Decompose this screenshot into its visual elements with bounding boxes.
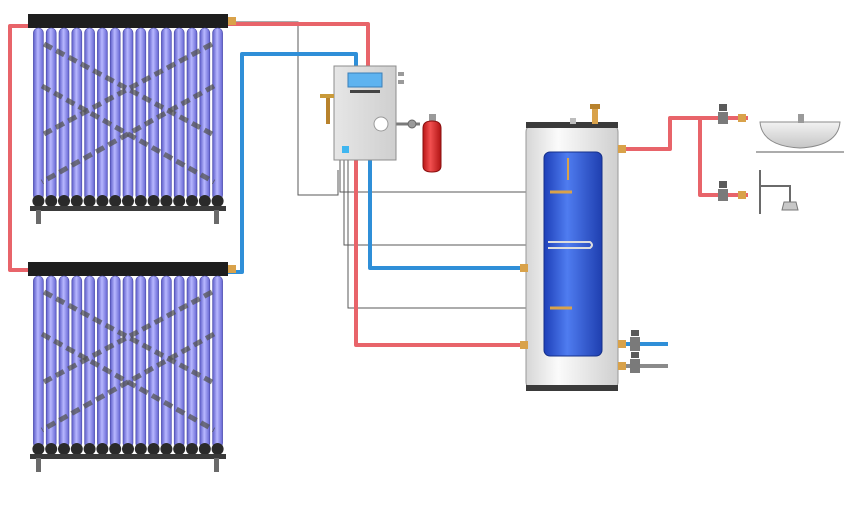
tube-end-cap bbox=[173, 443, 186, 455]
cold-pipe-collector-return bbox=[225, 52, 358, 274]
tank-inner-vessel bbox=[543, 151, 603, 357]
collector-foot bbox=[214, 210, 219, 224]
tube-end-cap bbox=[96, 443, 109, 455]
tube-end-cap bbox=[83, 443, 96, 455]
evacuated-tube bbox=[71, 275, 83, 449]
evacuated-tube bbox=[173, 27, 185, 201]
collector-foot bbox=[36, 458, 41, 472]
tube-end-cap bbox=[32, 443, 45, 455]
cold-pipe-station-to-tank bbox=[368, 160, 522, 270]
evacuated-tube bbox=[212, 275, 223, 449]
evacuated-tube bbox=[148, 27, 159, 201]
evacuated-tube bbox=[109, 27, 121, 201]
evacuated-tube bbox=[212, 27, 223, 201]
shower-head bbox=[781, 201, 799, 211]
pump-icon bbox=[373, 116, 389, 132]
tube-end-cap bbox=[134, 443, 147, 455]
tube-end-cap bbox=[83, 195, 96, 207]
tube-end-cap bbox=[134, 195, 147, 207]
collector-manifold bbox=[28, 14, 228, 28]
hot-pipe-collector-link bbox=[8, 24, 34, 272]
tube-end-cap bbox=[70, 195, 83, 207]
sensor-wires bbox=[228, 21, 538, 309]
tube-end-cap bbox=[147, 443, 160, 455]
tube-end-cap bbox=[198, 195, 211, 207]
tube-end-cap bbox=[160, 443, 173, 455]
tank-port-4 bbox=[618, 340, 626, 348]
tube-end-cap bbox=[211, 443, 224, 455]
cold-pipes bbox=[225, 52, 668, 346]
evacuated-tube bbox=[135, 275, 147, 449]
evacuated-tube bbox=[135, 27, 147, 201]
tube-end-cap bbox=[58, 195, 70, 207]
expansion-vessel bbox=[407, 114, 442, 173]
evacuated-tube bbox=[33, 27, 44, 201]
evacuated-tube bbox=[122, 275, 134, 449]
tube-end-cap bbox=[198, 443, 211, 455]
hot-water-storage-tank bbox=[520, 104, 626, 391]
hot-pipe-shower-branch bbox=[698, 118, 748, 197]
collector-foot bbox=[36, 210, 41, 224]
sensor-wire-tank-bottom bbox=[347, 160, 528, 309]
evacuated-tube bbox=[97, 275, 108, 449]
sensor-wire-tank-mid bbox=[343, 160, 538, 246]
tube-end-cap bbox=[32, 195, 45, 207]
tap-valves bbox=[718, 104, 746, 201]
status-light bbox=[342, 146, 349, 153]
tank-top-fitting bbox=[592, 106, 598, 124]
hot-pipe-tank-to-taps bbox=[618, 116, 748, 151]
evacuated-tube bbox=[173, 275, 185, 449]
evacuated-tube bbox=[97, 27, 108, 201]
solar-collector-upper bbox=[28, 14, 236, 224]
tube-end-cap bbox=[173, 195, 186, 207]
controller-buttons bbox=[350, 90, 380, 93]
tube-end-cap bbox=[186, 195, 198, 207]
tube-end-cap bbox=[96, 195, 109, 207]
hot-pipe-station-to-tank bbox=[354, 160, 522, 347]
wash-basin bbox=[756, 114, 844, 153]
tube-end-cap bbox=[45, 195, 58, 207]
tube-end-cap bbox=[122, 443, 134, 455]
electric-heater-element bbox=[548, 241, 593, 249]
tube-end-cap bbox=[147, 195, 160, 207]
evacuated-tube bbox=[33, 275, 44, 449]
tube-end-cap bbox=[211, 195, 224, 207]
sensor-wire-collector bbox=[228, 21, 339, 196]
evacuated-tube bbox=[109, 275, 121, 449]
tank-port-2 bbox=[520, 341, 528, 349]
hot-pipes bbox=[8, 22, 748, 347]
valve-handle bbox=[320, 94, 334, 98]
collector-foot bbox=[214, 458, 219, 472]
tube-end-cap bbox=[122, 195, 134, 207]
tube-end-cap bbox=[160, 195, 173, 207]
tank-port-1 bbox=[520, 264, 528, 272]
sensor-wire-tank-top bbox=[339, 160, 530, 193]
controller-screen bbox=[347, 72, 383, 88]
tube-end-cap bbox=[45, 443, 58, 455]
tube-end-cap bbox=[109, 195, 122, 207]
tank-inlet-valves bbox=[630, 330, 640, 373]
tube-end-cap bbox=[109, 443, 122, 455]
tube-end-cap bbox=[58, 443, 70, 455]
evacuated-tube bbox=[148, 275, 159, 449]
tank-port-3 bbox=[618, 145, 626, 153]
hot-pipe-collector-supply bbox=[225, 22, 370, 66]
collector-manifold bbox=[28, 262, 228, 276]
evacuated-tube bbox=[71, 27, 83, 201]
tube-end-cap bbox=[186, 443, 198, 455]
pressure-gauge-stem bbox=[326, 96, 330, 124]
solar-collector-lower bbox=[28, 262, 236, 472]
tube-end-cap bbox=[70, 443, 83, 455]
tank-port-5 bbox=[618, 362, 626, 370]
pump-station-controller bbox=[320, 65, 404, 161]
shower bbox=[759, 170, 799, 214]
evacuated-tube bbox=[122, 27, 134, 201]
